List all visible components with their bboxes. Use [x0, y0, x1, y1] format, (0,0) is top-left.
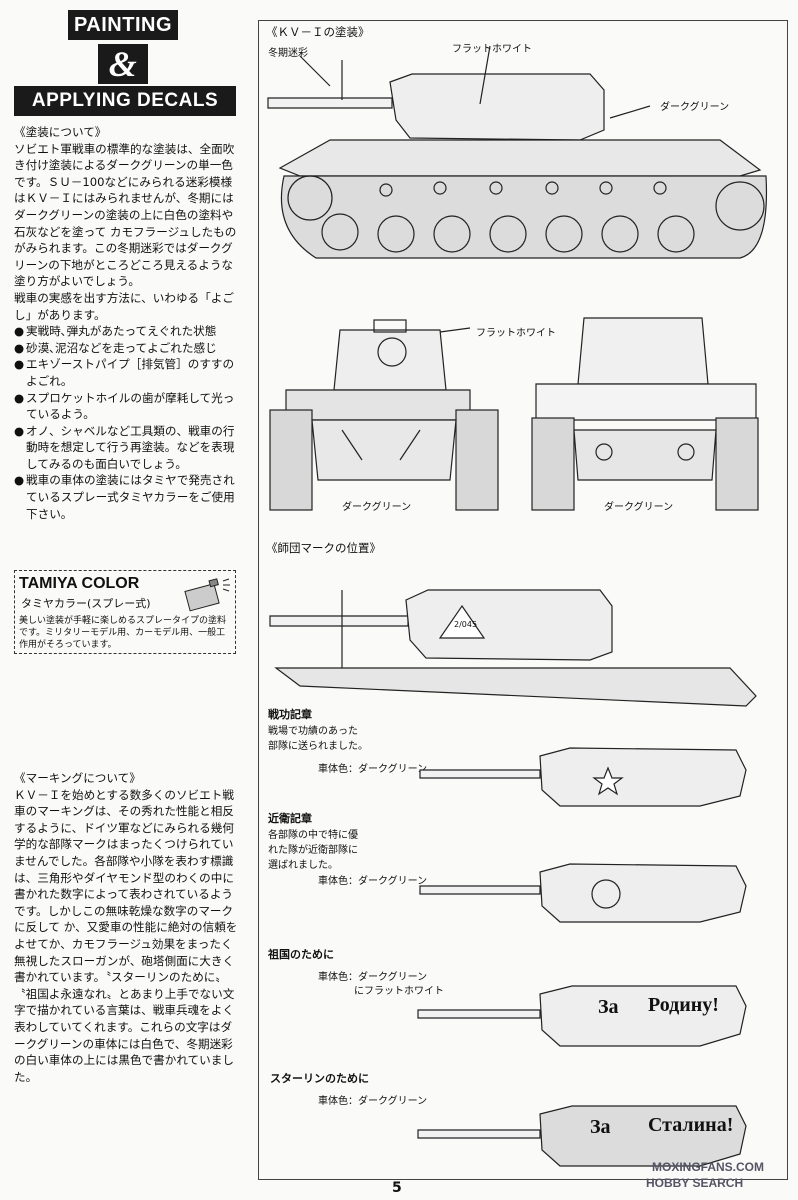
marking-para: ＫＶ－Ｉを始めとする数多くのソビエト戦車のマーキングは、その秀れた性能と相反する…	[14, 787, 238, 1084]
variant-turret	[417, 1105, 747, 1167]
dark-green-label-rear: ダークグリーン	[604, 502, 674, 513]
header-applying-decals: APPLYING DECALS	[14, 86, 236, 116]
variant-turret	[417, 985, 747, 1047]
bullet-item: ●エキゾーストパイプ［排気管］のすすのよごれ。	[14, 357, 235, 388]
tamiya-color-box: TAMIYA COLOR タミヤカラー(スプレー式) 美しい塗装が手軽に楽しめる…	[14, 570, 236, 654]
kv1-side-view	[267, 45, 768, 259]
variant-color: 車体色：ダークグリーン	[318, 764, 428, 775]
variant-name: スターリンのために	[270, 1072, 369, 1085]
bullet-item: ●実戦時､弾丸があたってえぐれた状態	[14, 324, 217, 339]
tamiya-color-desc: 美しい塗装が手軽に楽しめるスプレータイプの塗料です。ミリタリーモデル用、カーモデ…	[19, 616, 227, 650]
watermark: HOBBY SEARCH	[646, 1176, 744, 1190]
winter-camo-label: 冬期迷彩	[268, 48, 308, 59]
variant-turret	[419, 747, 747, 807]
variant-desc: 各部隊の中で特に優	[268, 830, 358, 841]
variant-turret	[419, 863, 747, 923]
variant-color: 車体色：ダークグリーン	[318, 1096, 428, 1107]
bullet-item: ●戦車の車体の塗装にはタミヤで発売されているスプレー式タミヤカラーをご使用下さい…	[14, 473, 235, 521]
flat-white-label-front: フラットホワイト	[476, 328, 556, 339]
header-painting: PAINTING	[68, 10, 178, 40]
flat-white-label: フラットホワイト	[452, 44, 532, 55]
tamiya-color-subtitle: タミヤカラー(スプレー式)	[21, 597, 151, 610]
variant-desc: 戦場で功績のあった	[268, 726, 358, 737]
kv1-painting-title: 《ＫＶ－Ｉの塗装》	[266, 25, 370, 39]
diagram-frame	[258, 20, 788, 1180]
division-mark-view	[269, 589, 757, 707]
spray-can-icon	[184, 578, 230, 612]
variant-desc: れた隊が近衛部隊に	[268, 845, 358, 856]
marking-section: 《マーキングについて》 ＫＶ－Ｉを始めとする数多くのソビエト戦車のマーキングは、…	[14, 770, 242, 1085]
bullet-item: ●オノ、シャベルなど工具類の、戦車の行動時を想定して行う再塗装。などを表現してみ…	[14, 423, 235, 471]
bullet-item: ●砂漠､泥沼などを走ってよごれた感じ	[14, 340, 217, 355]
division-mark-title: 《師団マークの位置》	[266, 541, 381, 555]
tamiya-color-title: TAMIYA COLOR	[19, 575, 140, 592]
header-ampersand: &	[98, 44, 148, 84]
variant-name: 戦功記章	[268, 708, 312, 721]
variant-color: 車体色：ダークグリーン	[318, 876, 428, 887]
slogan-text: За	[590, 1116, 611, 1138]
slogan-text: За	[598, 996, 619, 1018]
bullet-item: ●スプロケットホイルの歯が摩耗して光っているよう。	[14, 390, 235, 422]
painting-para1: ソビエト軍戦車の標準的な塗装は、全面吹き付け塗装によるダークグリーンの単一色です…	[14, 141, 237, 289]
painting-section: 《塗装について》 ソビエト軍戦車の標準的な塗装は、全面吹き付け塗装によるダークグ…	[14, 124, 242, 522]
dark-green-label: ダークグリーン	[660, 102, 730, 113]
variant-desc: 部隊に送られました。	[268, 741, 368, 752]
variant-color: にフラットホワイト	[354, 986, 444, 997]
variant-name: 祖国のために	[268, 948, 334, 961]
kv1-front-view	[269, 319, 499, 511]
painting-title: 《塗装について》	[14, 125, 107, 139]
division-mark-number: 2/045	[454, 620, 478, 629]
variant-name: 近衛記章	[268, 812, 312, 825]
kv1-rear-view	[531, 317, 759, 511]
slogan-text: Сталина!	[648, 1114, 734, 1136]
painting-para2: 戦車の実感を出す方法に、いわゆる「よごし」があります。	[14, 290, 234, 322]
watermark: MOXINGFANS.COM	[652, 1160, 765, 1174]
variant-color: 車体色：ダークグリーン	[318, 972, 428, 983]
page-number: 5	[392, 1180, 402, 1196]
dark-green-label-front: ダークグリーン	[342, 502, 412, 513]
variant-desc: 選ばれました。	[268, 860, 338, 871]
marking-title: 《マーキングについて》	[14, 771, 141, 785]
slogan-text: Родину!	[648, 994, 719, 1016]
